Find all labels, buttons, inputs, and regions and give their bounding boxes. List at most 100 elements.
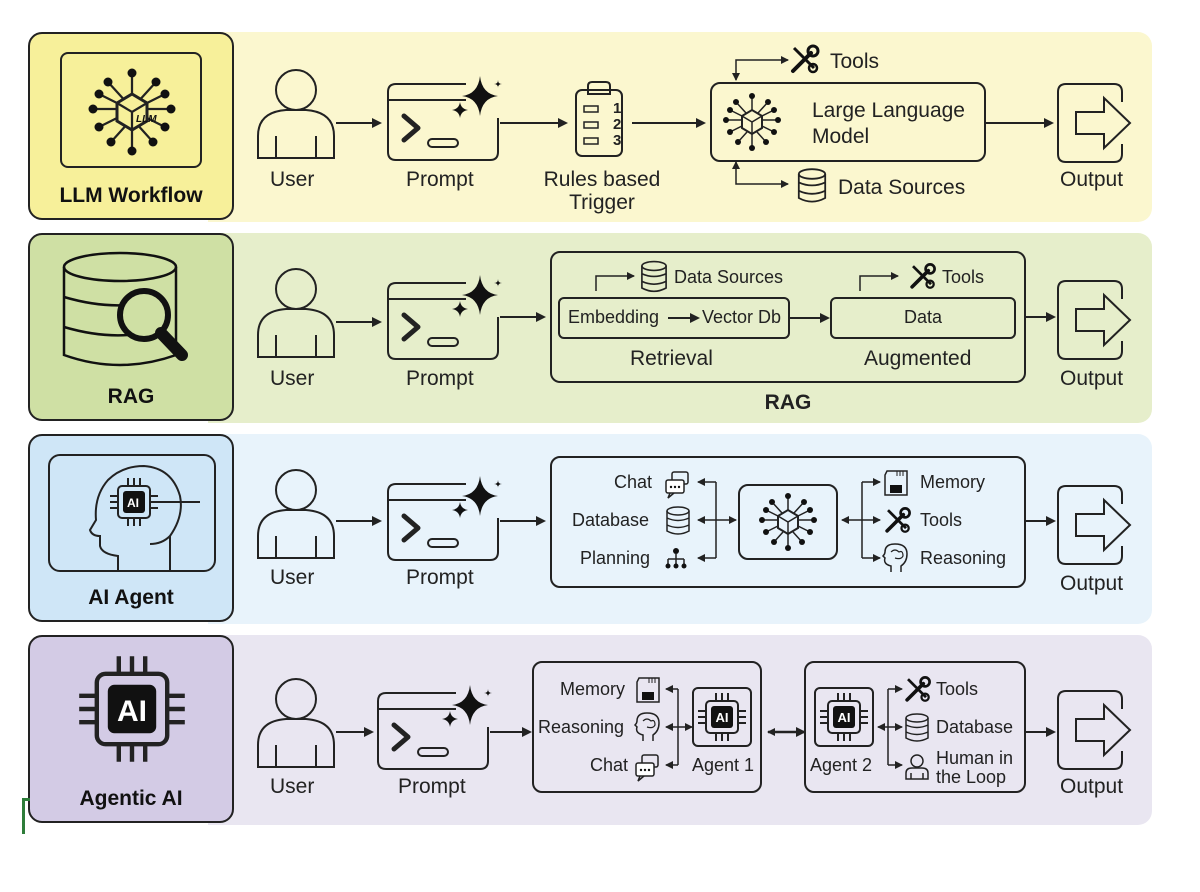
database-icon bbox=[797, 168, 827, 203]
user-icon bbox=[257, 69, 335, 159]
right-connector bbox=[841, 478, 881, 562]
row-agentic-ai: AI Agentic AI User Prompt Memory Reasoni… bbox=[28, 635, 1152, 825]
output-icon bbox=[1057, 690, 1131, 770]
planning-icon bbox=[664, 547, 688, 570]
user-label: User bbox=[270, 775, 315, 798]
trigger-item: 2 bbox=[613, 116, 622, 133]
chat-icon bbox=[665, 471, 689, 499]
arrow bbox=[500, 516, 546, 526]
memory-icon bbox=[636, 677, 660, 703]
tools-icon bbox=[910, 262, 937, 290]
arrow bbox=[1026, 727, 1056, 737]
chip-text: AI bbox=[716, 710, 729, 725]
user-icon bbox=[257, 268, 335, 358]
green-marker bbox=[22, 798, 25, 834]
llm-label-line1: Large Language bbox=[812, 99, 965, 122]
row-band bbox=[208, 32, 1152, 222]
output-label: Output bbox=[1060, 572, 1124, 595]
user-icon bbox=[257, 678, 335, 768]
tools-label: Tools bbox=[942, 267, 985, 287]
data-label: Data bbox=[903, 307, 943, 327]
user-icon bbox=[257, 469, 335, 559]
memory-label: Memory bbox=[560, 679, 626, 699]
ai-agent-icon-frame: AI bbox=[48, 454, 216, 572]
agent2-connector bbox=[877, 685, 903, 769]
database-label: Database bbox=[572, 510, 650, 530]
augmented-inner-box bbox=[830, 297, 1016, 339]
tools-label: Tools bbox=[936, 679, 979, 699]
row-llm-workflow: LLM LLM Workflow User Prompt 1 2 3 Rules… bbox=[28, 32, 1152, 222]
tools-connector bbox=[859, 272, 899, 291]
row-band bbox=[208, 434, 1152, 624]
output-icon bbox=[1057, 280, 1131, 360]
agentic-ai-label-box: AI Agentic AI bbox=[28, 635, 234, 823]
arrow bbox=[336, 317, 382, 327]
human-in-loop-label: Human in the Loop bbox=[936, 749, 1013, 787]
agent1-connector bbox=[665, 685, 693, 769]
prompt-icon bbox=[388, 283, 508, 363]
row-title: LLM Workflow bbox=[59, 184, 203, 207]
row-ai-agent: AI AI Agent User Prompt Chat Database Pl… bbox=[28, 434, 1152, 624]
llm-workflow-label-box: LLM LLM Workflow bbox=[28, 32, 234, 220]
ai-agent-label-box: AI AI Agent bbox=[28, 434, 234, 622]
agent1-box bbox=[532, 661, 762, 793]
green-marker-tick bbox=[22, 798, 30, 801]
memory-label: Memory bbox=[920, 472, 986, 492]
arrow bbox=[986, 118, 1054, 128]
agent2-chip-frame bbox=[814, 687, 874, 747]
vector-db-label: Vector Db bbox=[702, 307, 782, 327]
chat-label: Chat bbox=[590, 755, 629, 775]
llm-cube-network-icon: LLM bbox=[87, 67, 177, 157]
prompt-icon bbox=[388, 84, 508, 164]
trigger-item: 1 bbox=[613, 100, 622, 117]
llm-label-line2: Model bbox=[812, 125, 870, 148]
prompt-label: Prompt bbox=[406, 566, 474, 589]
output-label: Output bbox=[1060, 168, 1124, 191]
arrow bbox=[336, 118, 382, 128]
tools-icon bbox=[905, 675, 932, 703]
arrow bbox=[790, 313, 830, 323]
arrow bbox=[1026, 312, 1056, 322]
reasoning-label: Reasoning bbox=[538, 717, 625, 737]
ai-chip-icon: AI bbox=[697, 692, 747, 742]
data-sources-label: Data Sources bbox=[838, 176, 966, 199]
human-line1: Human in bbox=[936, 748, 1014, 768]
prompt-icon bbox=[378, 693, 498, 773]
prompt-label: Prompt bbox=[406, 367, 474, 390]
chat-icon bbox=[635, 754, 659, 782]
row-rag: RAG User Prompt Data Sources Embedding V… bbox=[28, 233, 1152, 423]
user-label: User bbox=[270, 168, 315, 191]
output-icon bbox=[1057, 485, 1131, 565]
database-search-icon bbox=[62, 251, 188, 367]
ai-chip-icon: AI bbox=[52, 647, 212, 777]
prompt-label: Prompt bbox=[398, 775, 466, 798]
human-line2: the Loop bbox=[936, 767, 1007, 787]
output-label: Output bbox=[1060, 775, 1124, 798]
planning-label: Planning bbox=[580, 548, 651, 568]
user-label: User bbox=[270, 566, 315, 589]
person-icon bbox=[905, 754, 929, 780]
arrow bbox=[336, 727, 374, 737]
arrow bbox=[336, 516, 382, 526]
network-icon bbox=[758, 492, 818, 552]
database-label: Database bbox=[936, 717, 1014, 737]
trigger-label: Rules based Trigger bbox=[532, 168, 672, 214]
retrieval-inner-box bbox=[558, 297, 790, 339]
arrow bbox=[632, 118, 706, 128]
row-title: RAG bbox=[107, 385, 155, 408]
reasoning-label: Reasoning bbox=[920, 548, 1007, 568]
prompt-label: Prompt bbox=[406, 168, 474, 191]
database-icon bbox=[905, 713, 929, 742]
tools-label: Tools bbox=[830, 50, 880, 73]
output-label: Output bbox=[1060, 367, 1124, 390]
ai-agent-group-box bbox=[550, 456, 1026, 588]
rag-label-box: RAG bbox=[28, 233, 234, 421]
agent1-label: Agent 1 bbox=[692, 755, 755, 775]
trigger-label-line2: Trigger bbox=[569, 191, 635, 214]
prompt-icon bbox=[388, 484, 508, 564]
arrow bbox=[500, 312, 546, 322]
left-connector bbox=[697, 478, 737, 562]
chip-text: AI bbox=[117, 695, 147, 728]
row-title: AI Agent bbox=[88, 586, 174, 609]
ai-chip-icon: AI bbox=[819, 692, 869, 742]
